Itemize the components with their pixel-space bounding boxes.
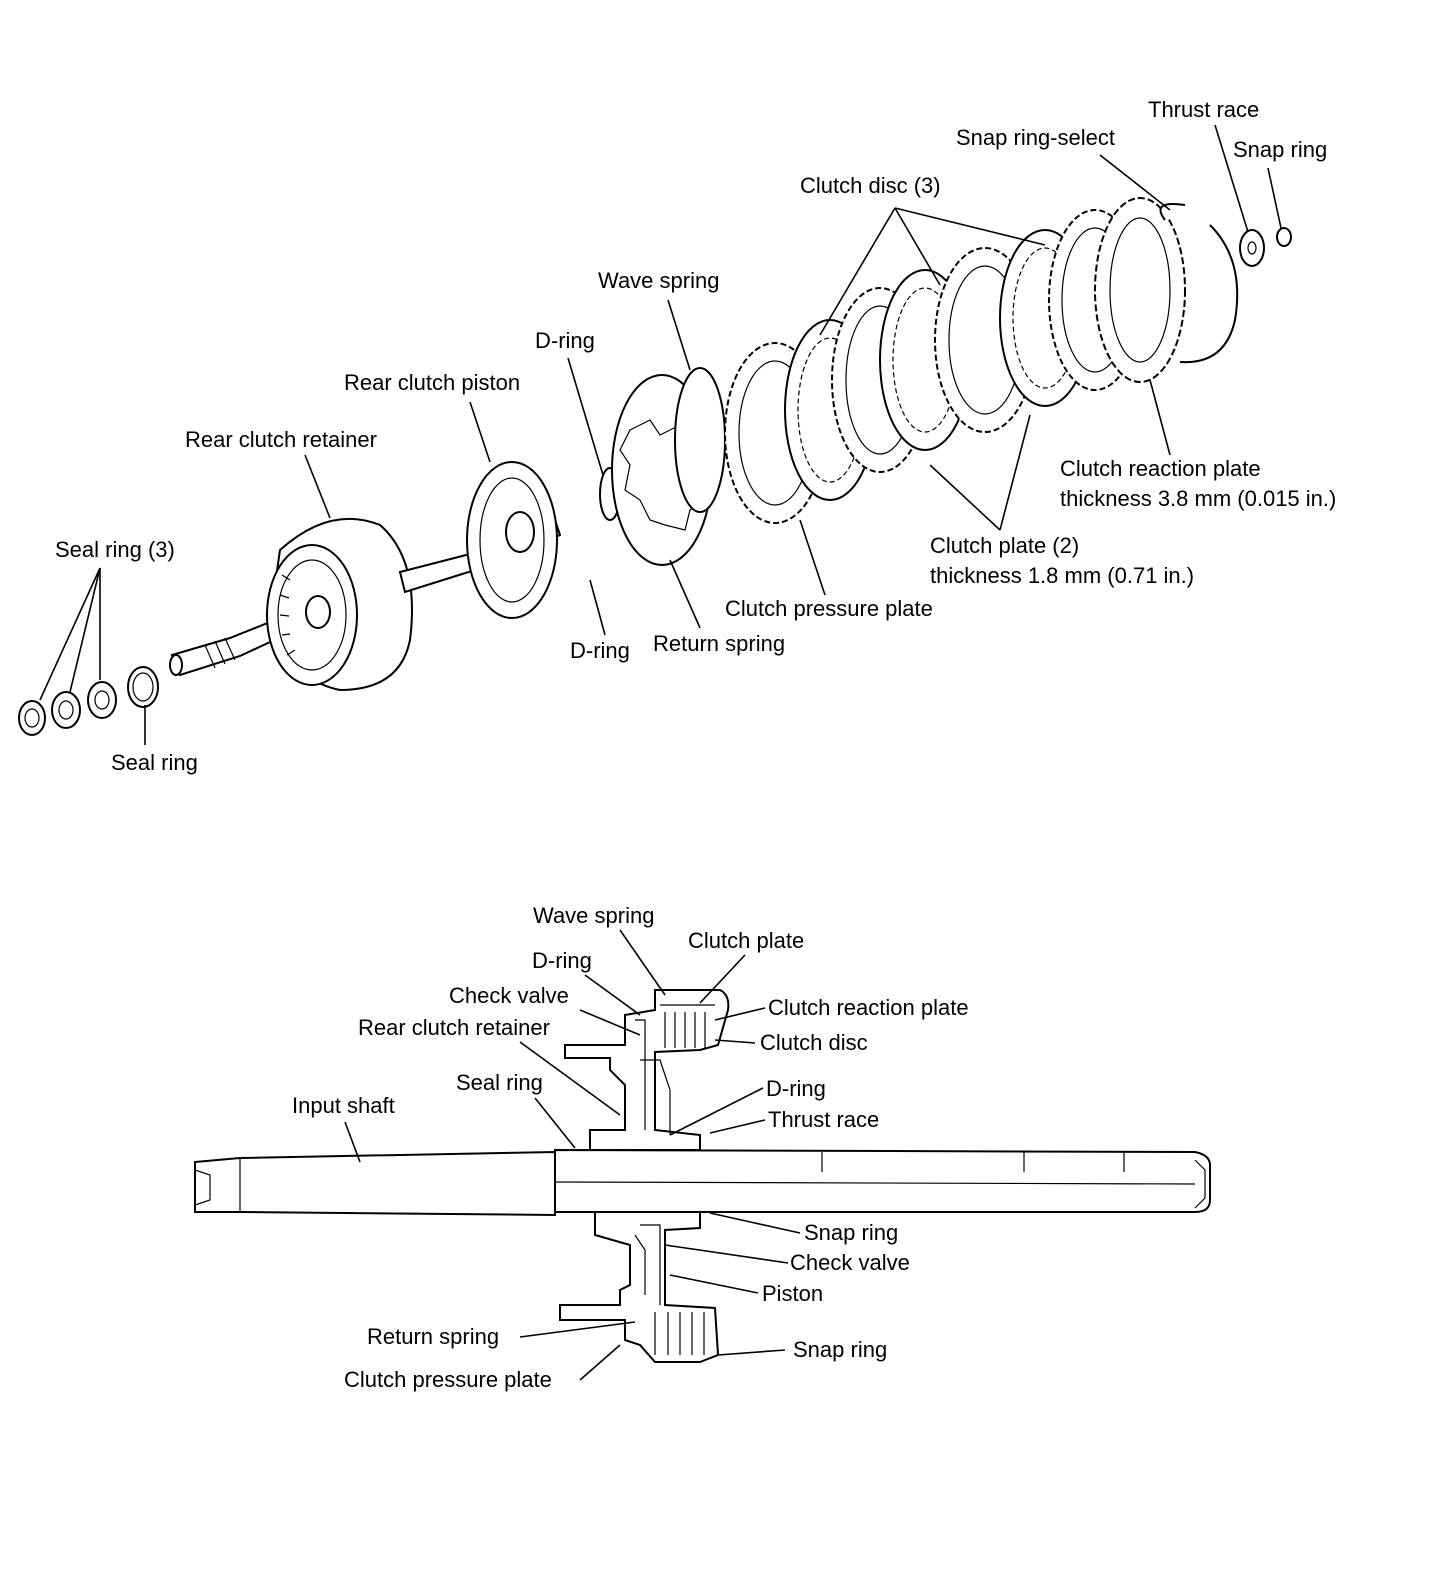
- section-leader-lines: [344, 929, 801, 1381]
- label-clutch-disc-3: Clutch disc (3): [800, 173, 941, 198]
- label-clutch-reaction-thickness: thickness 3.8 mm (0.015 in.): [1060, 486, 1337, 511]
- thrust-race-part: [1239, 229, 1265, 267]
- label-section-snap-ring-mid: Snap ring: [804, 1220, 899, 1245]
- label-clutch-reaction-plate: Clutch reaction plate: [1060, 456, 1261, 481]
- label-section-check-valve-bottom: Check valve: [790, 1250, 910, 1275]
- label-rear-clutch-retainer: Rear clutch retainer: [185, 427, 377, 452]
- label-d-ring-lower: D-ring: [570, 638, 630, 663]
- upper-clutch-section: [564, 989, 730, 1151]
- label-clutch-plate-2: Clutch plate (2): [930, 533, 1080, 558]
- label-section-clutch-plate: Clutch plate: [688, 928, 805, 953]
- seal-ring-3-set: [18, 681, 117, 736]
- label-return-spring: Return spring: [653, 631, 786, 656]
- label-section-snap-ring-bottom: Snap ring: [793, 1337, 888, 1362]
- label-d-ring-upper: D-ring: [535, 328, 595, 353]
- exploded-view-art: [18, 124, 1292, 745]
- label-section-seal-ring: Seal ring: [456, 1070, 543, 1095]
- section-view-art: [194, 929, 1211, 1381]
- label-section-clutch-disc: Clutch disc: [760, 1030, 868, 1055]
- exploded-leader-lines: [39, 124, 1282, 745]
- label-clutch-pressure-plate: Clutch pressure plate: [725, 596, 933, 621]
- seal-ring-part: [127, 666, 159, 708]
- snap-ring-small-part: [1276, 227, 1292, 247]
- label-snap-ring-select: Snap ring-select: [956, 125, 1115, 150]
- label-seal-ring: Seal ring: [111, 750, 198, 775]
- rear-clutch-piston-part: [466, 461, 558, 619]
- label-section-wave-spring: Wave spring: [533, 903, 655, 928]
- label-section-check-valve-top: Check valve: [449, 983, 569, 1008]
- lower-clutch-section: [559, 1211, 720, 1363]
- wave-spring-part: [674, 367, 726, 513]
- rear-clutch-retainer-part: [266, 517, 413, 692]
- snap-ring-select-arc: [1179, 224, 1239, 364]
- label-snap-ring-top: Snap ring: [1233, 137, 1328, 162]
- label-section-clutch-pressure-plate: Clutch pressure plate: [344, 1367, 552, 1392]
- label-thrust-race: Thrust race: [1148, 97, 1260, 122]
- clutch-reaction-plate-part: [1094, 197, 1186, 383]
- input-shaft-section: [194, 1148, 1211, 1217]
- label-section-return-spring: Return spring: [367, 1324, 500, 1349]
- label-rear-clutch-piston: Rear clutch piston: [344, 370, 521, 395]
- label-section-input-shaft: Input shaft: [292, 1093, 395, 1118]
- label-section-clutch-reaction-plate: Clutch reaction plate: [768, 995, 969, 1020]
- clutch-pack-parts: [784, 209, 1142, 501]
- label-section-d-ring-mid: D-ring: [766, 1076, 826, 1101]
- label-wave-spring: Wave spring: [598, 268, 720, 293]
- label-section-thrust-race: Thrust race: [768, 1107, 880, 1132]
- label-section-rear-clutch-retainer: Rear clutch retainer: [358, 1015, 550, 1040]
- label-seal-ring-3: Seal ring (3): [55, 537, 175, 562]
- label-clutch-plate-thickness: thickness 1.8 mm (0.71 in.): [930, 563, 1195, 588]
- label-section-piston: Piston: [762, 1281, 824, 1306]
- label-section-d-ring-top: D-ring: [532, 948, 592, 973]
